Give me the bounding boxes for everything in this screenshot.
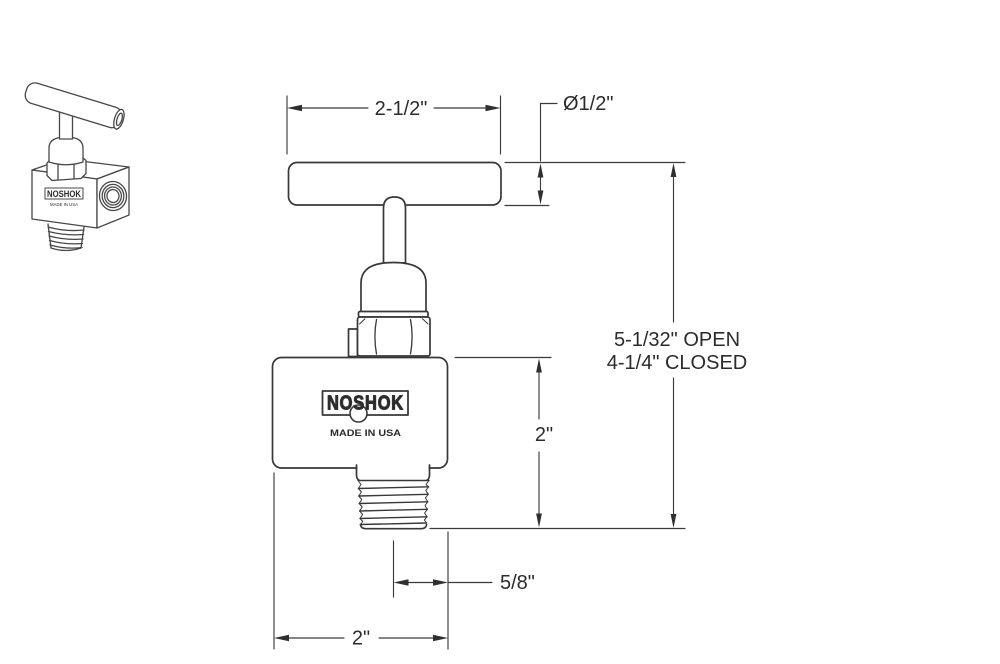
arrow-down-icon xyxy=(537,190,544,205)
front-view: NOSHOK MADE IN USA xyxy=(271,161,502,530)
dim-body-height-label: 2" xyxy=(535,424,553,446)
isometric-view: NOSHOK MADE IN USA xyxy=(24,82,130,252)
dim-handle-width: 2-1/2" xyxy=(286,95,502,155)
dim-outlet-offset: 5/8" xyxy=(392,531,535,650)
arrow-up-icon xyxy=(536,358,542,373)
logo: NOSHOK MADE IN USA xyxy=(321,390,409,439)
iso-handle xyxy=(24,82,125,130)
arrow-left-icon xyxy=(274,634,289,642)
dim-body-width: 2" xyxy=(273,472,448,650)
arrow-down-icon xyxy=(536,513,542,528)
arrow-left-icon xyxy=(287,104,302,112)
dim-height-open-label: 5-1/32" OPEN xyxy=(614,329,740,351)
dim-height-closed-label: 4-1/4" CLOSED xyxy=(607,352,748,374)
iso-logo-text: NOSHOK xyxy=(47,189,81,199)
arrow-right-icon xyxy=(485,104,501,112)
dim-outlet-offset-label: 5/8" xyxy=(500,572,535,594)
arrow-left-icon xyxy=(393,579,409,586)
bonnet xyxy=(360,261,427,313)
dim-handle-diameter-label: Ø1/2" xyxy=(563,93,613,115)
arrow-right-icon xyxy=(433,579,448,586)
logo-s-loop xyxy=(349,404,368,423)
dim-handle-width-label: 2-1/2" xyxy=(375,98,428,120)
iso-body: NOSHOK MADE IN USA xyxy=(31,158,130,229)
logo-brand-text: NOSHOK xyxy=(327,393,404,415)
iso-origin-text: MADE IN USA xyxy=(50,202,78,207)
arrow-up-icon xyxy=(670,163,677,177)
iso-bonnet xyxy=(48,136,84,166)
lock-tab xyxy=(347,328,359,358)
valve-stem xyxy=(382,196,407,264)
dim-handle-diameter: Ø1/2" xyxy=(504,93,686,207)
arrow-up-icon xyxy=(537,163,544,178)
dim-body-height: 2" xyxy=(429,356,686,530)
hex-nut xyxy=(356,316,431,357)
dim-overall-height: 5-1/32" OPEN 4-1/4" CLOSED xyxy=(607,163,748,528)
arrow-down-icon xyxy=(670,514,677,528)
dim-body-width-label: 2" xyxy=(352,628,370,650)
arrow-right-icon xyxy=(433,634,448,642)
logo-origin-text: MADE IN USA xyxy=(330,428,401,439)
male-threads xyxy=(357,479,430,530)
iso-bottom-threads xyxy=(47,223,85,252)
dimension-layer: 2-1/2" Ø1/2" 5-1/32" OPEN 4-1/4" CLOSED xyxy=(273,93,748,650)
iso-side-port-icon xyxy=(98,180,128,212)
